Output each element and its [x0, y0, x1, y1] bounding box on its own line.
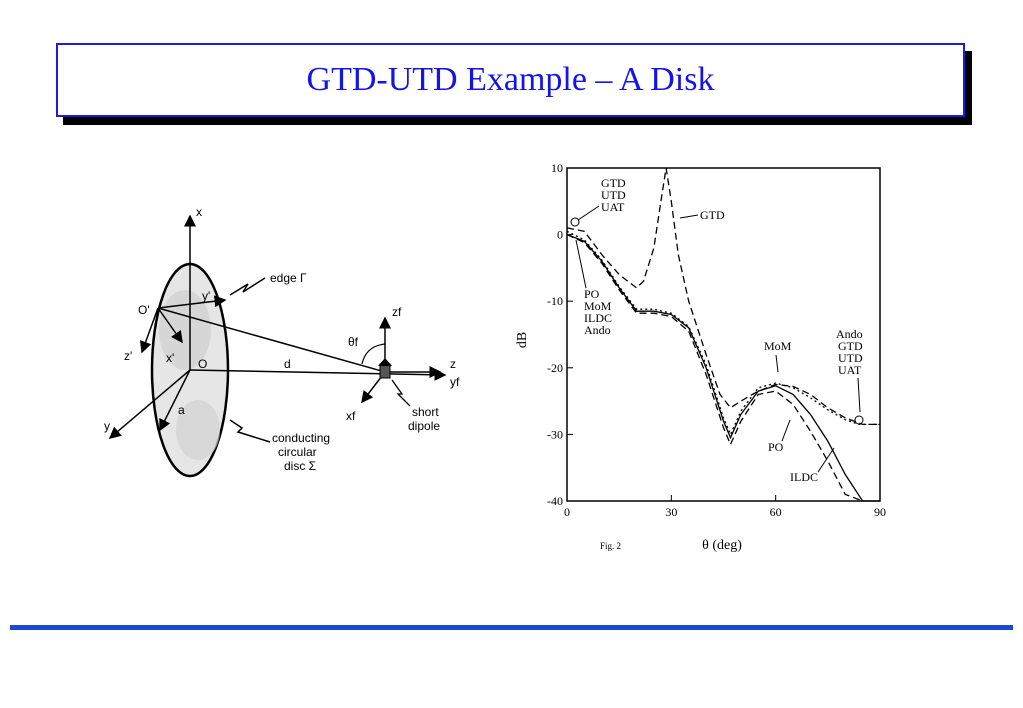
label-a: a: [178, 403, 185, 417]
z-prime-axis: [139, 307, 159, 354]
label-x-f: xf: [346, 409, 356, 423]
label-conducting: conducting: [272, 431, 330, 445]
y-axis-line: [108, 369, 191, 439]
series-line-gtd: [566, 167, 880, 426]
radius-a-line: [159, 369, 191, 432]
series-line-po: [566, 234, 863, 502]
label-z-prime: z': [124, 349, 132, 363]
x-tick-label: 0: [564, 505, 570, 519]
y-tick-label: 10: [551, 161, 563, 175]
label-z-f: zf: [392, 305, 402, 319]
y-tick-label: -30: [547, 427, 563, 441]
dipole-pointer: [391, 379, 411, 407]
pointer-ildc: [817, 447, 835, 473]
annot-ildc: ILDC: [584, 311, 612, 325]
pointer-left: [575, 239, 587, 289]
annot-right-utd: UTD: [838, 351, 863, 365]
page-title: GTD-UTD Example – A Disk: [306, 61, 715, 98]
annot-mom-right: MoM: [764, 339, 792, 353]
annot-ildc-lower: ILDC: [790, 470, 818, 484]
marker-circle-right: [854, 415, 864, 425]
figure-caption: Fig. 2: [600, 541, 621, 551]
label-z: z: [450, 357, 456, 371]
annot-ando: Ando: [584, 323, 611, 337]
annot-top-gtd: GTD: [601, 176, 626, 190]
y-tick-label: 0: [557, 228, 563, 242]
dipole-arrowhead: [378, 358, 392, 366]
series-line-uat: [566, 230, 880, 437]
label-y-prime: y': [202, 289, 210, 303]
disc-pointer: [229, 419, 271, 443]
annot-mom: MoM: [584, 299, 612, 313]
label-disc: disc Σ: [284, 459, 316, 473]
observation-line: [157, 307, 386, 373]
label-y: y: [104, 419, 110, 433]
label-circular: circular: [278, 445, 317, 459]
y-axis-label: dB: [515, 332, 530, 348]
label-o-prime: O': [138, 303, 150, 317]
label-edge: edge Γ: [270, 271, 307, 285]
annot-po: PO: [584, 287, 600, 301]
y-tick-label: -20: [547, 361, 563, 375]
pattern-chart: 0 30 60 90 10 0 -10 -20 -30 -40 dB θ (deg) Fig. 2…: [515, 161, 886, 553]
y-tick-label: -40: [547, 494, 563, 508]
pointer-right: [857, 377, 861, 413]
label-dipole: dipole: [408, 419, 440, 433]
annot-right-gtd: GTD: [838, 339, 863, 353]
series-line-mom: [566, 233, 880, 502]
z-axis-line: [189, 368, 447, 381]
annot-top-uat: UAT: [601, 200, 625, 214]
pointer-gtd: [679, 214, 699, 219]
disc-shading: [176, 400, 220, 460]
label-theta-f: θf: [348, 335, 359, 349]
theta-f-arc: [361, 343, 386, 365]
bottom-rule: [10, 625, 1013, 630]
label-d: d: [284, 357, 291, 371]
x-tick-label: 30: [665, 505, 677, 519]
y-tick-label: -10: [547, 294, 563, 308]
y-prime-axis: [157, 295, 227, 309]
annot-right-ando: Ando: [836, 327, 863, 341]
pointer-mom: [775, 354, 779, 373]
disk-geometry-diagram: x y' edge Γ O' z' x' O d a y θf zf z yf …: [104, 205, 460, 478]
label-short: short: [412, 405, 439, 419]
label-o: O: [198, 357, 207, 371]
label-x: x: [196, 205, 202, 219]
label-x-prime: x': [166, 351, 174, 365]
edge-pointer: [229, 277, 266, 296]
annot-gtd: GTD: [700, 208, 725, 222]
annot-right-uat: UAT: [838, 363, 862, 377]
x-tick-label: 60: [770, 505, 782, 519]
marker-circle-left: [570, 217, 580, 227]
pointer-top: [577, 205, 600, 221]
label-y-f: yf: [450, 375, 460, 389]
title-box: GTD-UTD Example – A Disk: [56, 43, 965, 117]
plot-frame: [566, 167, 881, 502]
x-tick-label: 90: [874, 505, 886, 519]
dipole-icon: [379, 363, 391, 379]
x-prime-axis: [157, 307, 183, 344]
pointer-po: [781, 419, 791, 442]
annot-po-lower: PO: [768, 440, 784, 454]
disc-shading: [159, 290, 211, 370]
annot-top-utd: UTD: [601, 188, 626, 202]
x-axis-label: θ (deg): [702, 538, 742, 553]
